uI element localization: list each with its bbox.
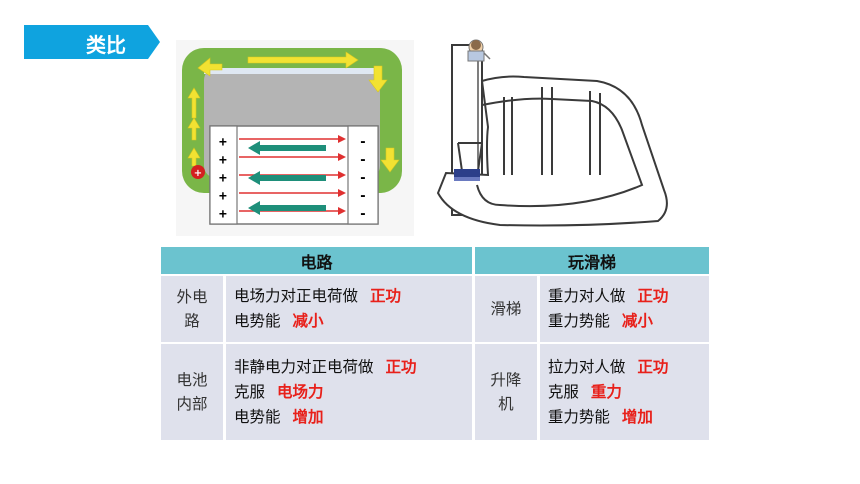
slide-inner bbox=[476, 97, 644, 208]
circuit-diagram: +++++ ----- + bbox=[176, 40, 414, 236]
child-figure bbox=[467, 39, 491, 62]
field-lines bbox=[239, 135, 346, 215]
statement-highlight: 增加 bbox=[292, 407, 324, 426]
arrow-top-left bbox=[197, 57, 223, 77]
field-arrowhead bbox=[338, 171, 346, 179]
statement-highlight: 正功 bbox=[370, 287, 402, 305]
arrow-right bbox=[380, 147, 400, 173]
comparison-table: 电路 玩滑梯 外电路电场力对正电荷做正功电势能减小滑梯重力对人做正功重力势能减小… bbox=[158, 245, 712, 442]
statement-line: 电势能减小 bbox=[234, 309, 464, 334]
statement-text: 克服 bbox=[547, 382, 579, 401]
arrow-top bbox=[247, 51, 359, 69]
row-head-line: 内部 bbox=[176, 395, 208, 413]
statement-text: 电场力对正电荷做 bbox=[234, 287, 359, 305]
row-head-line: 升降 bbox=[490, 371, 522, 389]
statement-text: 重力势能 bbox=[547, 312, 610, 330]
header-circuit: 电路 bbox=[161, 247, 472, 274]
statement-highlight: 重力 bbox=[590, 382, 622, 401]
row-head-line: 外电 bbox=[176, 288, 208, 306]
statement-highlight: 增加 bbox=[621, 407, 653, 426]
table-body: 外电路电场力对正电荷做正功电势能减小滑梯重力对人做正功重力势能减小电池内部非静电… bbox=[161, 276, 709, 440]
field-arrowhead bbox=[338, 153, 346, 161]
statement-highlight: 减小 bbox=[621, 312, 653, 330]
force-arrow bbox=[248, 201, 326, 215]
charge-label: + bbox=[194, 168, 202, 179]
table-row: 外电路电场力对正电荷做正功电势能减小滑梯重力对人做正功重力势能减小 bbox=[161, 276, 709, 342]
arrow-left-2 bbox=[187, 117, 201, 141]
left-row-head: 外电路 bbox=[161, 276, 223, 342]
statement-line: 克服电场力 bbox=[234, 380, 464, 405]
statement-highlight: 正功 bbox=[637, 357, 669, 376]
statement-text: 电势能 bbox=[234, 407, 281, 426]
statement-highlight: 正功 bbox=[385, 357, 417, 376]
positive-charge bbox=[191, 165, 205, 179]
plus-signs: +++++ bbox=[219, 135, 227, 222]
statement-highlight: 正功 bbox=[637, 287, 669, 305]
statement-line: 电势能增加 bbox=[234, 405, 464, 430]
statement-line: 重力对人做正功 bbox=[548, 284, 701, 309]
table-row: 电池内部非静电力对正电荷做正功克服电场力电势能增加升降机拉力对人做正功克服重力重… bbox=[161, 344, 709, 440]
row-head-line: 路 bbox=[184, 312, 200, 330]
force-arrow bbox=[248, 171, 326, 185]
statement-highlight: 减小 bbox=[292, 312, 324, 330]
field-arrowhead bbox=[338, 189, 346, 197]
statement-line: 克服重力 bbox=[548, 380, 701, 405]
header-slide: 玩滑梯 bbox=[474, 247, 709, 274]
statement-text: 电势能 bbox=[234, 312, 281, 330]
statement-text: 克服 bbox=[234, 382, 266, 401]
statement-text: 重力对人做 bbox=[547, 287, 626, 305]
statement-line: 重力势能减小 bbox=[548, 309, 701, 334]
minus-plate bbox=[347, 125, 379, 225]
row-head-line: 机 bbox=[498, 395, 514, 413]
arrow-left-3 bbox=[187, 147, 201, 167]
statement-line: 电场力对正电荷做正功 bbox=[234, 284, 464, 309]
section-title: 类比 bbox=[86, 33, 126, 57]
statement-line: 拉力对人做正功 bbox=[548, 355, 701, 380]
plus-plate bbox=[209, 125, 238, 225]
statement-text: 非静电力对正电荷做 bbox=[234, 357, 374, 376]
section-tag: 类比 bbox=[24, 25, 160, 59]
current-arrows bbox=[187, 51, 400, 173]
force-arrow bbox=[248, 141, 326, 155]
field-arrowhead bbox=[338, 135, 346, 143]
right-row-cell: 重力对人做正功重力势能减小 bbox=[539, 276, 709, 342]
right-row-head: 升降机 bbox=[474, 344, 537, 440]
arrow-top-right bbox=[368, 65, 388, 93]
row-head-line: 电池 bbox=[176, 371, 208, 389]
statement-line: 重力势能增加 bbox=[548, 405, 701, 430]
slide-diagram bbox=[436, 39, 668, 227]
right-row-head: 滑梯 bbox=[474, 276, 537, 342]
statement-text: 重力势能 bbox=[547, 407, 610, 426]
statement-highlight: 电场力 bbox=[277, 382, 324, 401]
left-row-cell: 非静电力对正电荷做正功克服电场力电势能增加 bbox=[226, 344, 472, 440]
right-row-cell: 拉力对人做正功克服重力重力势能增加 bbox=[539, 344, 709, 440]
elevator-platform bbox=[454, 169, 480, 177]
statement-line: 非静电力对正电荷做正功 bbox=[234, 355, 464, 380]
arrow-left-1 bbox=[187, 87, 201, 119]
tag-shape bbox=[24, 25, 160, 59]
statement-text: 拉力对人做 bbox=[547, 357, 626, 376]
left-row-cell: 电场力对正电荷做正功电势能减小 bbox=[226, 276, 472, 342]
field-arrowhead bbox=[338, 207, 346, 215]
row-head-line: 滑梯 bbox=[490, 300, 522, 318]
minus-signs: ----- bbox=[359, 135, 367, 222]
left-row-head: 电池内部 bbox=[161, 344, 223, 440]
circuit-inner-top bbox=[204, 68, 380, 74]
